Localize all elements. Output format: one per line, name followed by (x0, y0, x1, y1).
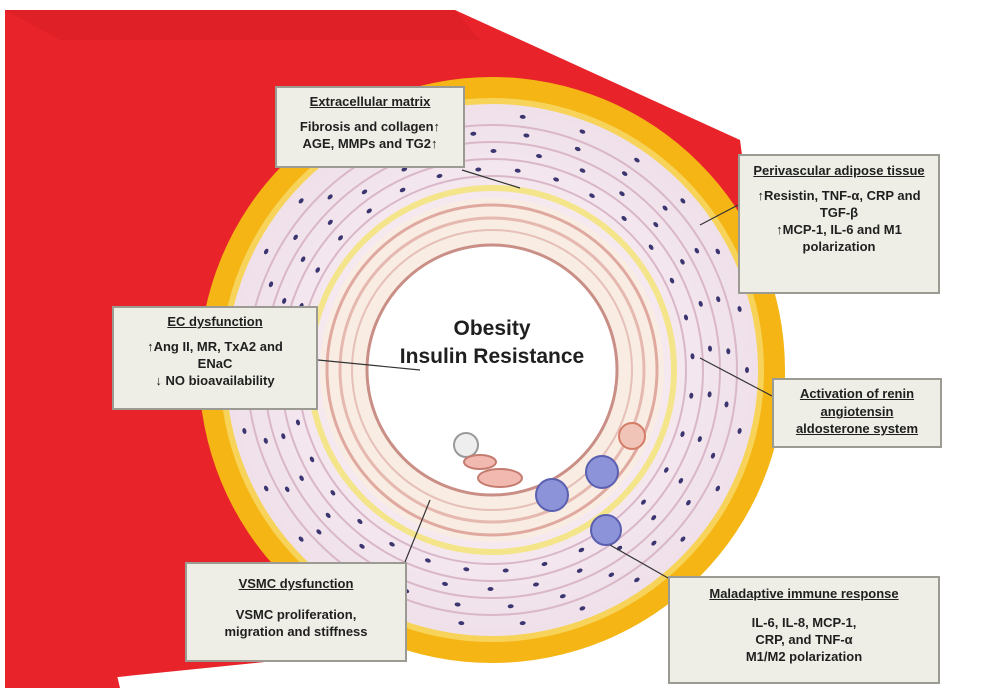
center-line1: Obesity (372, 315, 612, 343)
box-title: VSMC dysfunction (187, 576, 405, 592)
box-line: ↑Resistin, TNF-α, CRP and (740, 187, 938, 204)
maladaptive-immune-box: Maladaptive immune response IL-6, IL-8, … (668, 576, 940, 684)
raas-box: Activation of renin angiotensin aldoster… (772, 378, 942, 448)
box-line: ENaC (114, 355, 316, 372)
box-title: Perivascular adipose tissue (740, 163, 938, 179)
box-line: polarization (740, 238, 938, 255)
box-line: TGF-β (740, 204, 938, 221)
nucleus-dot (745, 367, 749, 373)
center-label: Obesity Insulin Resistance (372, 315, 612, 371)
extracellular-matrix-box: Extracellular matrix Fibrosis and collag… (275, 86, 465, 168)
box-title: Activation of renin (774, 386, 940, 402)
box-line: migration and stiffness (187, 623, 405, 640)
box-line: angiotensin (774, 403, 940, 420)
box-line: ↓ NO bioavailability (114, 372, 316, 389)
box-line: AGE, MMPs and TG2↑ (277, 135, 463, 152)
box-line: ↑Ang II, MR, TxA2 and (114, 338, 316, 355)
red-band-highlight (5, 10, 480, 40)
vsmc-dysfunction-box: VSMC dysfunction VSMC proliferation, mig… (185, 562, 407, 662)
perivascular-adipose-box: Perivascular adipose tissue ↑Resistin, T… (738, 154, 940, 294)
box-title: Extracellular matrix (277, 94, 463, 110)
box-title: EC dysfunction (114, 314, 316, 330)
center-line2: Insulin Resistance (372, 343, 612, 371)
box-line: ↑MCP-1, IL-6 and M1 (740, 221, 938, 238)
box-line: Fibrosis and collagen↑ (277, 118, 463, 135)
box-line: M1/M2 polarization (670, 648, 938, 665)
box-line: aldosterone system (774, 420, 940, 437)
box-line: VSMC proliferation, (187, 606, 405, 623)
box-title: Maladaptive immune response (670, 586, 938, 602)
box-line: CRP, and TNF-α (670, 631, 938, 648)
ec-dysfunction-box: EC dysfunction ↑Ang II, MR, TxA2 and ENa… (112, 306, 318, 410)
box-line: IL-6, IL-8, MCP-1, (670, 614, 938, 631)
